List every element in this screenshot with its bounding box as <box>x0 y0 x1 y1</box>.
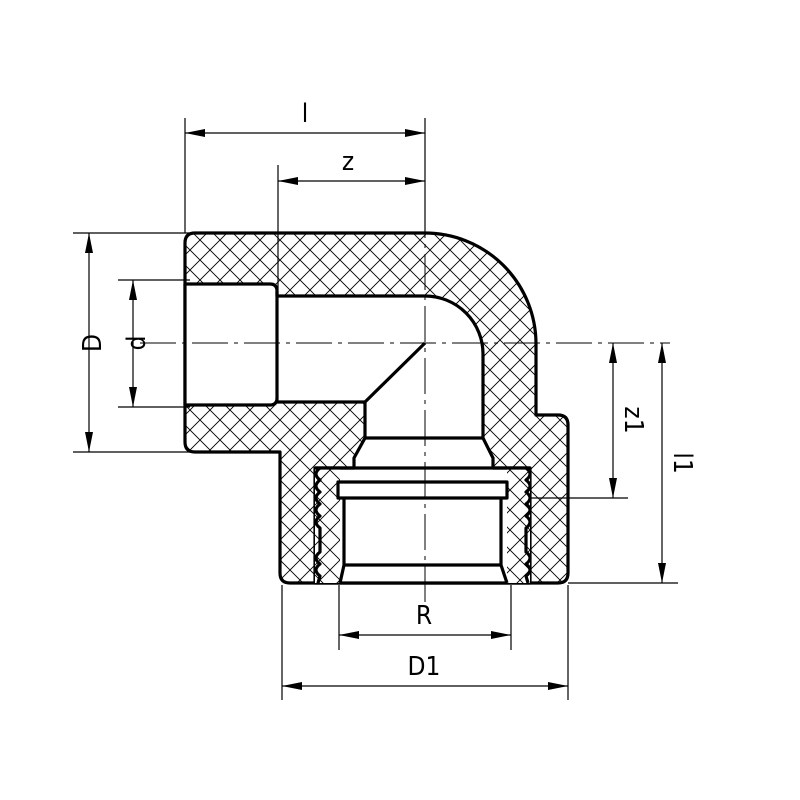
thread-right <box>524 466 532 584</box>
dimension-z1: z1 <box>530 343 648 499</box>
label-z: z <box>342 147 354 177</box>
label-R: R <box>416 601 432 631</box>
label-D1: D1 <box>408 652 441 682</box>
label-l1: l1 <box>667 452 697 473</box>
drill-cone-line <box>363 341 427 404</box>
insert-wall-right <box>507 468 530 583</box>
dimension-D: D <box>73 232 190 453</box>
label-z1: z1 <box>618 406 648 433</box>
inner-bore <box>183 282 532 585</box>
label-l: l <box>302 99 309 129</box>
dimension-l1: l1 <box>568 343 697 584</box>
insert-bore <box>338 498 509 584</box>
insert-flange <box>315 466 530 500</box>
insert-wall-left <box>315 468 340 583</box>
dimension-d: d <box>118 279 190 408</box>
dimension-D1: D1 <box>281 585 569 700</box>
label-d: d <box>122 336 152 351</box>
dimension-z: z <box>277 147 425 290</box>
label-D: D <box>78 334 108 352</box>
fitting-body <box>183 231 570 585</box>
dimension-l: l <box>184 99 426 233</box>
thread-left <box>314 466 322 584</box>
dimension-R: R <box>338 585 512 650</box>
